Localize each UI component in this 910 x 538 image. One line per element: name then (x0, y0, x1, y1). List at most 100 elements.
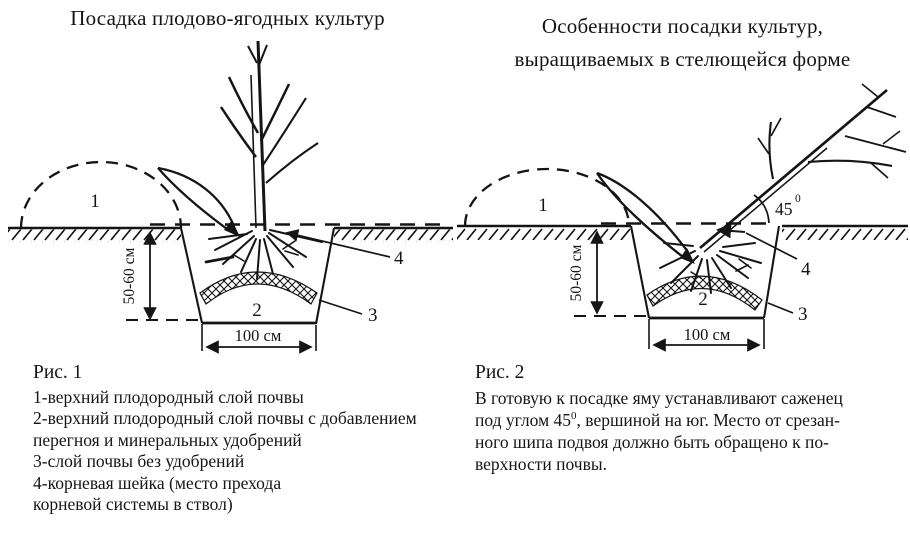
label-layer-3: 3 (798, 304, 808, 325)
root (256, 239, 261, 280)
root-system (659, 242, 762, 294)
root (222, 235, 255, 265)
root (659, 250, 696, 269)
figure-2-number: Рис. 2 (475, 362, 525, 383)
angle-label: 45 (775, 199, 793, 219)
root (670, 255, 699, 284)
root (240, 238, 257, 273)
soil-mound-outline (463, 167, 631, 227)
root (711, 257, 732, 289)
leader-line-4 (285, 229, 391, 258)
degree-superscript: 0 (571, 410, 577, 423)
twig (247, 45, 258, 64)
caption-line: В готовую к посадке яму устанавливают са… (475, 388, 843, 408)
figure-1-drawing: 1 50-60 см 2 100 см (8, 40, 453, 354)
root-twigs (690, 258, 752, 279)
callout-3: 3 (767, 302, 808, 325)
depth-label: 50-60 см (568, 244, 585, 301)
branch (219, 106, 258, 158)
soil-transfer-arrow (157, 166, 240, 237)
label-collar-4: 4 (801, 259, 811, 280)
arrow-head (680, 248, 695, 264)
branch (866, 106, 897, 118)
root (268, 232, 307, 258)
figure-1-number: Рис. 1 (33, 362, 83, 383)
caption-line: 1-верхний плодородный слой почвы (33, 386, 304, 407)
arrow-curve-outer (157, 166, 236, 227)
collar-pointer-arrow (716, 223, 746, 239)
ground-surface (457, 222, 908, 240)
width-dimension: 100 см (201, 324, 317, 354)
twig (870, 162, 889, 179)
planting-pit: 2 (179, 227, 336, 325)
label-backfill-2: 2 (252, 300, 262, 321)
soil-transfer-arrow (596, 171, 695, 264)
label-layer-3: 3 (368, 305, 378, 326)
root (266, 235, 294, 268)
branch (844, 135, 907, 153)
root (663, 242, 694, 247)
root (269, 229, 323, 243)
leader-line-3 (767, 302, 794, 314)
caption-line: ного шипа подвоя должно быть обращено к … (475, 432, 829, 452)
pit-wall-left (179, 227, 204, 324)
label-mound-1: 1 (90, 191, 100, 212)
branch-vertical (768, 121, 775, 180)
figure-2-title: Особенности посадки культур, выращиваемы… (455, 10, 910, 76)
callout-4: 4 (716, 223, 811, 280)
width-label: 100 см (235, 326, 282, 345)
arrow-curve-inner (596, 172, 684, 258)
caption-text: , вершиной на юг. Место от срезан- (576, 410, 840, 430)
pit-wall-right (762, 225, 781, 319)
angle-annotation: 45 0 (753, 193, 801, 224)
trunk (699, 88, 888, 250)
soil-mound-outline (19, 160, 183, 229)
depth-label: 50-60 см (121, 247, 138, 304)
ground-surface (8, 223, 453, 242)
trunk-inner-line (250, 74, 257, 229)
caption-text: под углом 45 (475, 410, 572, 430)
caption-line: под углом 450, вершиной на юг. Место от … (475, 409, 843, 431)
root (719, 250, 762, 264)
fertilized-backfill-band (646, 275, 763, 311)
caption-line: 2-верхний плодородный слой почвы с добав… (33, 408, 417, 428)
figure-2-drawing: 1 50-60 см 2 100 см (457, 83, 908, 352)
twig (770, 117, 782, 137)
figure-2-title-line2: выращиваемых в стелющейся форме (514, 47, 851, 71)
pit-wall-right (314, 227, 336, 325)
width-label: 100 см (684, 325, 731, 344)
angle-arc (753, 194, 770, 224)
label-collar-4: 4 (394, 248, 404, 269)
twig (861, 83, 879, 98)
leader-line-3 (318, 299, 363, 315)
twig (757, 137, 770, 155)
caption-line: перегноя и минеральных удобрений (33, 429, 302, 450)
branch (259, 83, 291, 142)
depth-dimension: 50-60 см (568, 230, 647, 317)
caption-line: верхности почвы. (475, 454, 607, 474)
branch (227, 76, 260, 134)
root (716, 254, 749, 279)
pit-wall-left (629, 225, 651, 319)
figure-2-caption: Рис. 2 В готовую к посадке яму устанавли… (475, 362, 843, 475)
root (204, 255, 235, 264)
caption-line: 4-корневая шейка (место прехода (33, 472, 282, 493)
root-system (204, 229, 323, 280)
width-dimension: 100 см (648, 319, 765, 352)
callout-3: 3 (318, 299, 378, 326)
figure-1-caption: Рис. 1 1-верхний плодородный слой почвы … (33, 362, 417, 516)
planting-pit: 2 (629, 225, 781, 320)
trunk (256, 40, 267, 232)
root-twigs (233, 240, 299, 262)
arrow-curve-inner (157, 167, 228, 230)
branch (265, 142, 319, 184)
caption-line: корневой системы в ствол) (33, 494, 233, 514)
depth-dimension: 50-60 см (121, 231, 200, 321)
root (722, 242, 756, 248)
root (263, 238, 274, 275)
sapling-tree (219, 40, 319, 232)
label-mound-1: 1 (538, 195, 548, 216)
soil-hatching-right (782, 227, 908, 240)
callout-4: 4 (285, 229, 404, 269)
